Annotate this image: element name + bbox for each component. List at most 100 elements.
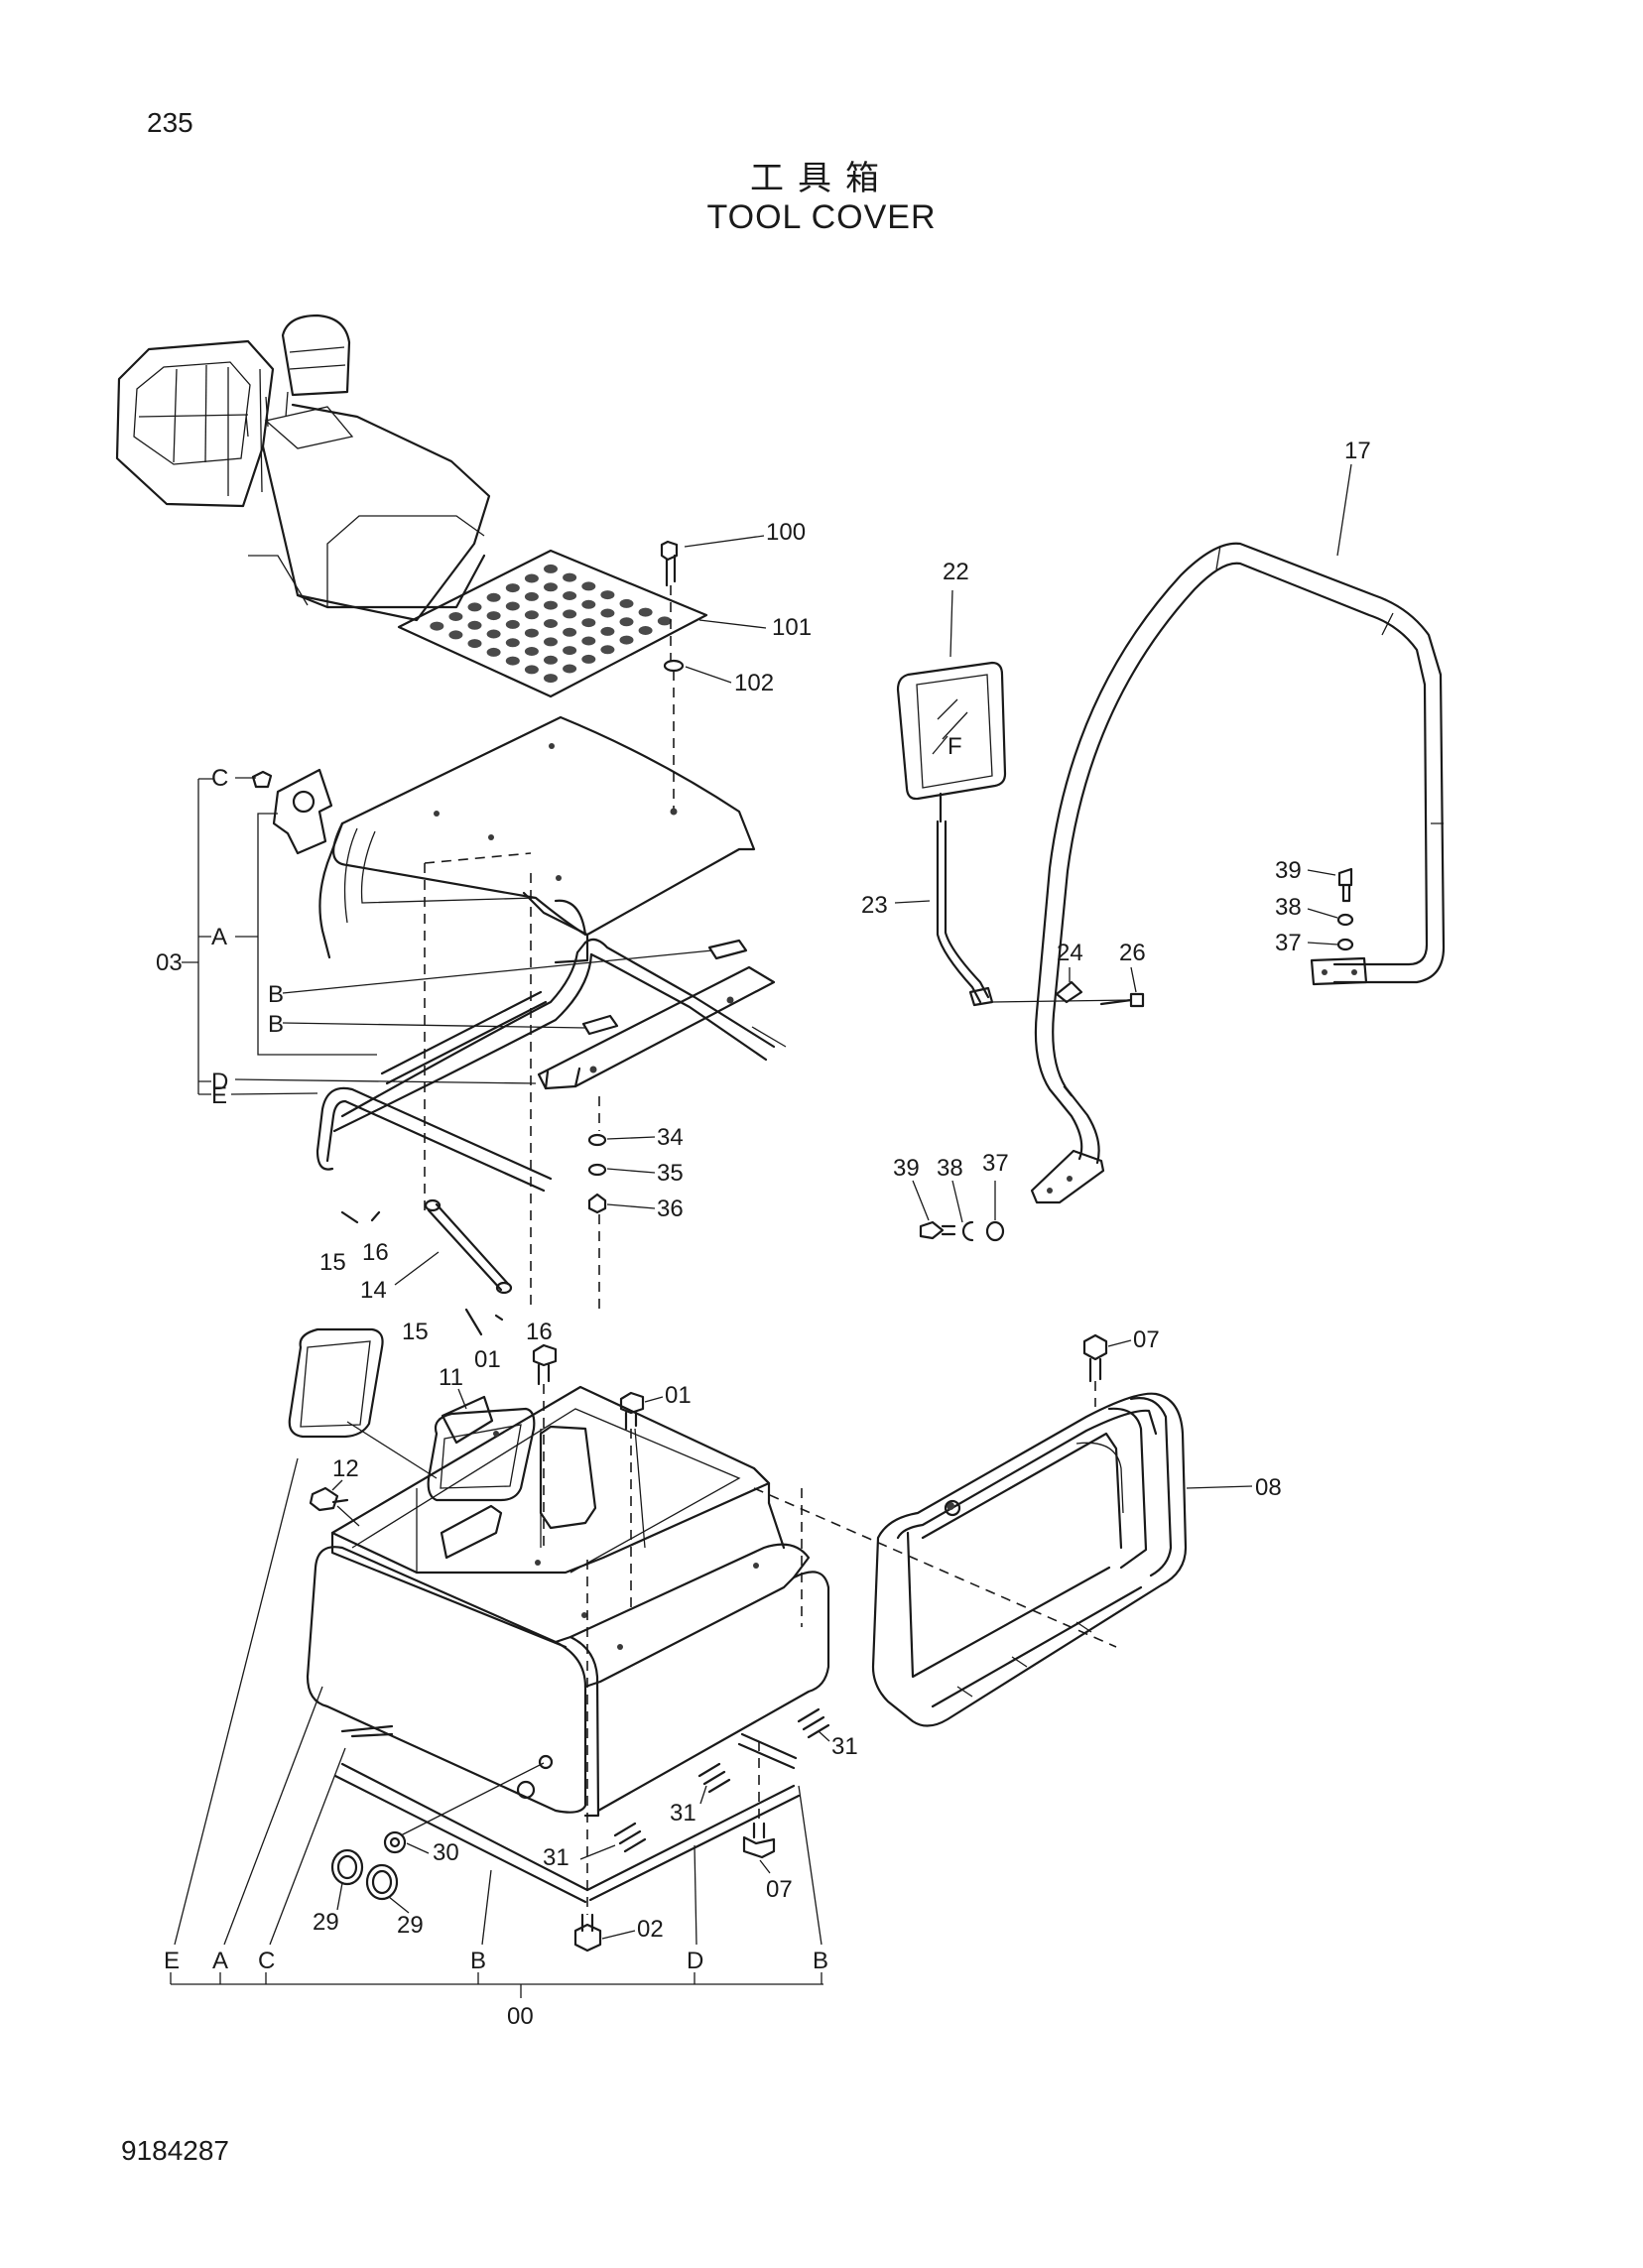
gas-spring-icon (424, 1198, 513, 1295)
callout-16: 16 (362, 1239, 389, 1266)
callout-37: 37 (982, 1150, 1009, 1177)
nut-icon (587, 1193, 607, 1214)
callout-A: A (211, 924, 227, 950)
hinge-plate-icon (441, 1395, 494, 1445)
callout-15: 15 (402, 1319, 429, 1345)
bolt-icon (660, 540, 679, 662)
callout-101: 101 (772, 614, 812, 641)
washer-icon (663, 659, 685, 673)
callout-A: A (212, 1948, 228, 1974)
side-cover-icon (871, 1392, 1188, 1727)
plate-hole (467, 602, 482, 612)
document-number: 9184287 (121, 2135, 230, 2166)
latch-bracket-icon (251, 768, 333, 855)
plate-hole (544, 619, 558, 628)
rubber-strip-icon (340, 1724, 394, 1738)
cap-icon (330, 1848, 364, 1886)
plate-hole (524, 591, 539, 601)
plate-hole (524, 628, 539, 638)
bolt-icon (1337, 867, 1353, 903)
tool-box-lid-icon (318, 715, 756, 964)
pin-icon (340, 1210, 381, 1224)
callout-01: 01 (474, 1346, 501, 1373)
plate-hole (600, 590, 615, 600)
plate-hole (544, 582, 558, 592)
spring-pin-icon (797, 1707, 830, 1739)
bolt-icon (619, 1391, 645, 1431)
plate-hole (544, 637, 558, 647)
assembly-bracket-00 (170, 1457, 823, 1998)
pin-icon (464, 1308, 504, 1336)
callout-29: 29 (397, 1912, 424, 1939)
plate-hole (638, 607, 653, 617)
plate-hole (600, 645, 615, 655)
seal-ring-icon (288, 1327, 384, 1439)
plate-hole (505, 583, 520, 593)
callout-38: 38 (937, 1155, 963, 1182)
plate-hole (619, 617, 634, 627)
plate-hole (581, 618, 596, 628)
callout-17: 17 (1344, 438, 1371, 464)
plate-hole (505, 638, 520, 648)
callout-B: B (470, 1948, 486, 1974)
plate-hole (486, 592, 501, 602)
spring-washer-icon (1336, 913, 1354, 927)
callout-15: 15 (319, 1249, 346, 1276)
plate-hole (505, 619, 520, 629)
cap-icon (365, 1863, 399, 1901)
plate-hole (467, 620, 482, 630)
perforated-cover-plate-icon (397, 549, 708, 698)
callout-03: 03 (156, 949, 183, 976)
plate-hole (524, 665, 539, 675)
washer-icon (587, 1163, 607, 1177)
spring-pin-icon (613, 1822, 647, 1853)
plate-hole (563, 572, 577, 582)
plate-hole (524, 610, 539, 620)
title-english: TOOL COVER (706, 198, 937, 236)
callout-E: E (211, 1082, 227, 1109)
title-japanese: 工具箱 (750, 159, 893, 198)
plate-hole (619, 635, 634, 645)
plate-hole (448, 630, 463, 640)
callout-01: 01 (665, 1382, 692, 1409)
callout-00: 00 (507, 2003, 534, 2030)
svg-text:F: F (948, 733, 962, 760)
washer-icon (985, 1220, 1005, 1242)
callout-E: E (164, 1948, 180, 1974)
callout-14: 14 (360, 1277, 387, 1304)
plate-hole (524, 647, 539, 656)
plate-hole (486, 647, 501, 657)
plate-hole (600, 626, 615, 636)
plate-hole (544, 600, 558, 610)
plate-hole (563, 609, 577, 619)
assembly-bracket-03 (182, 777, 713, 1095)
page-number: 235 (147, 107, 193, 138)
callout-C: C (258, 1948, 275, 1974)
plate-hole (505, 601, 520, 611)
callout-31: 31 (543, 1844, 569, 1871)
plate-hole (657, 616, 672, 626)
callout-22: 22 (943, 559, 969, 585)
callout-34: 34 (657, 1124, 684, 1151)
callout-07: 07 (766, 1876, 793, 1903)
callout-16: 16 (526, 1319, 553, 1345)
plate-hole (486, 611, 501, 621)
plate-hole (619, 598, 634, 608)
callout-31: 31 (831, 1733, 858, 1760)
callout-30: 30 (433, 1839, 459, 1866)
callout-100: 100 (766, 519, 806, 546)
callout-07: 07 (1133, 1326, 1160, 1353)
rod-icon (380, 990, 548, 1085)
callout-D: D (687, 1948, 703, 1974)
plate-hole (544, 674, 558, 684)
callout-37: 37 (1275, 930, 1302, 956)
callout-08: 08 (1255, 1474, 1282, 1501)
callout-38: 38 (1275, 894, 1302, 921)
plate-hole (581, 599, 596, 609)
callout-31: 31 (670, 1800, 696, 1827)
callout-B: B (813, 1948, 828, 1974)
callout-12: 12 (332, 1455, 359, 1482)
mirror-stay-icon (936, 819, 994, 1007)
plate-hole (544, 655, 558, 665)
